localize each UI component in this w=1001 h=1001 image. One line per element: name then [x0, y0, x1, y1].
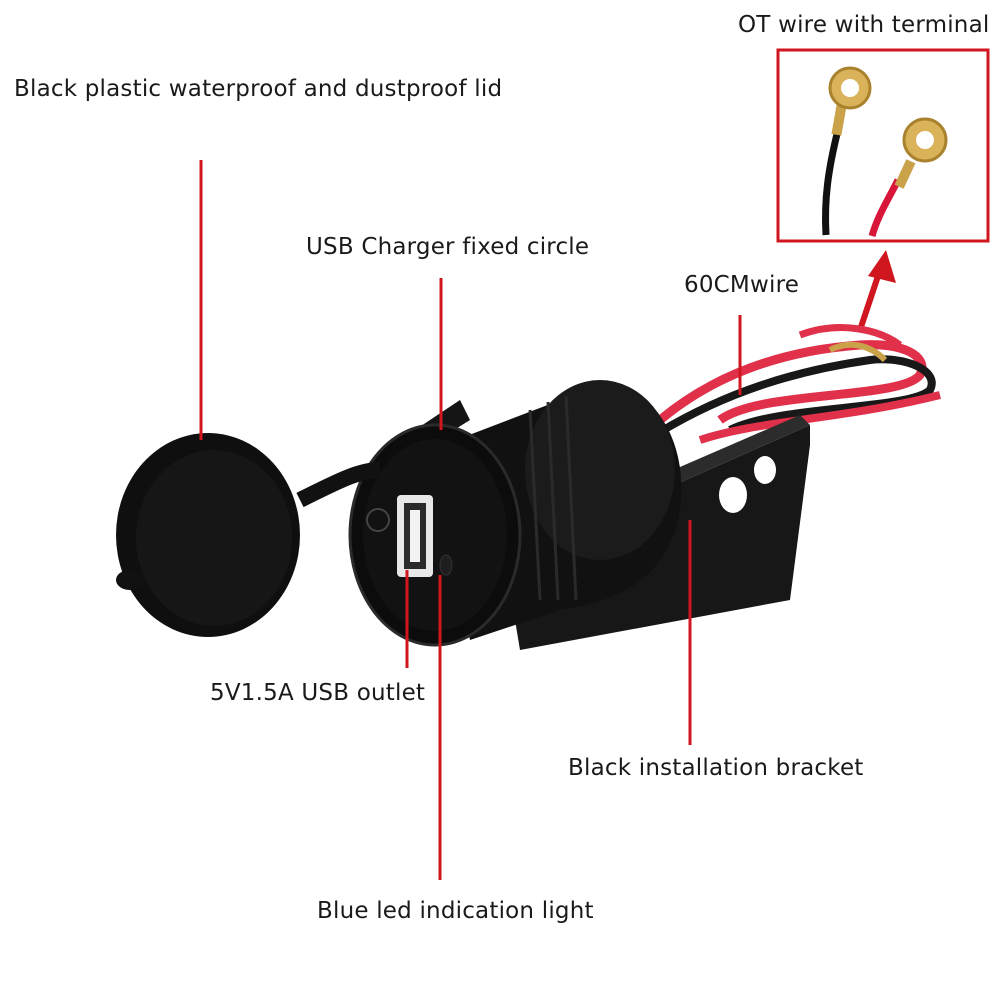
usb-outlet-label: 5V1.5A USB outlet — [210, 680, 426, 706]
lid-label: Black plastic waterproof and dustproof l… — [14, 76, 503, 102]
wire-bundle — [657, 324, 941, 444]
led-label: Blue led indication light — [317, 898, 594, 924]
terminal-inset — [776, 48, 990, 243]
ring-terminal-icon — [828, 66, 872, 136]
callout-lines — [199, 160, 742, 880]
dustproof-lid — [116, 433, 381, 637]
bracket-label: Black installation bracket — [568, 755, 864, 781]
wire-length-label: 60CMwire — [684, 272, 800, 298]
usb-socket-body — [348, 380, 682, 647]
arrow-up-icon — [857, 250, 896, 331]
fixed-circle-label: USB Charger fixed circle — [306, 234, 590, 260]
terminal-label: OT wire with terminal — [738, 12, 990, 38]
ring-terminal-icon — [894, 117, 948, 189]
